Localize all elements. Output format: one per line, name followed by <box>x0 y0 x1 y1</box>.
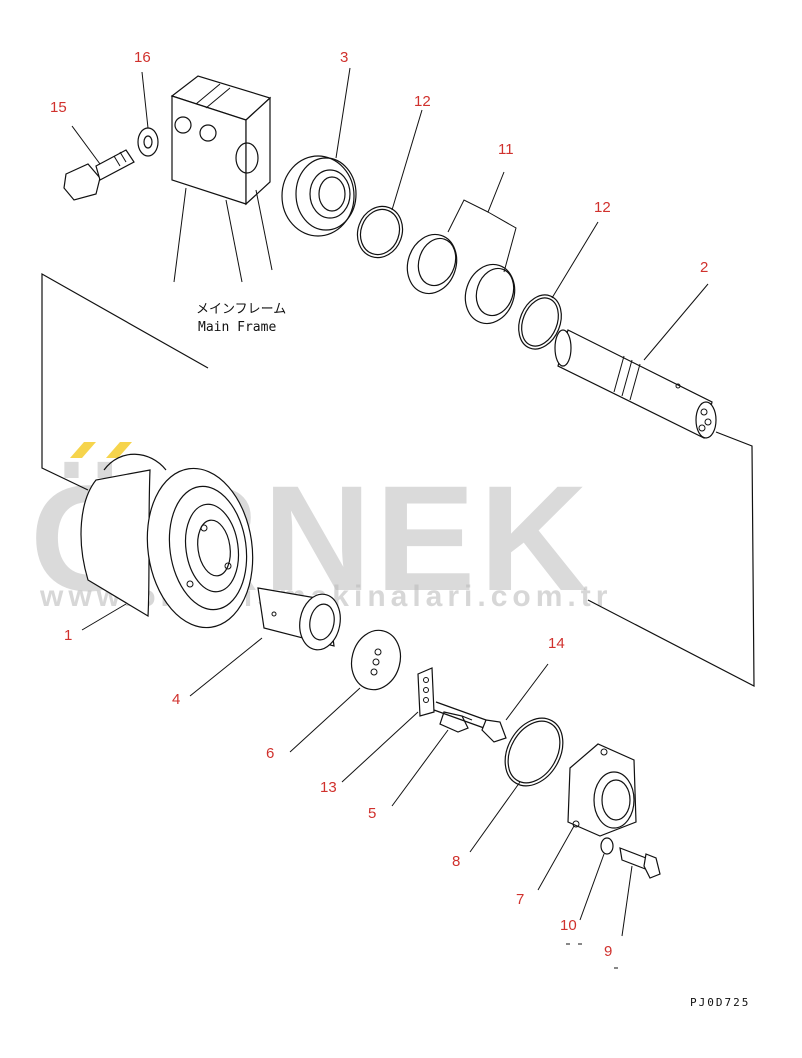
main-frame-label-jp: メインフレーム <box>196 302 286 317</box>
bolt-9 <box>619 847 661 879</box>
cover-6 <box>350 629 402 691</box>
callout-2: 2 <box>700 259 708 276</box>
main-frame-label-en: Main Frame <box>198 320 276 335</box>
watermark-accent-right <box>106 442 132 458</box>
leader-lines <box>71 67 709 969</box>
roller-1 <box>80 453 254 629</box>
callout-11: 11 <box>498 141 514 158</box>
callout-5: 5 <box>368 805 376 822</box>
callout-13: 13 <box>320 779 337 796</box>
o-ring-12-right <box>518 294 562 350</box>
callout-9: 9 <box>604 943 612 960</box>
assembly-outline <box>41 272 755 687</box>
watermark-accent-left <box>70 442 96 458</box>
main-frame-block: メインフレーム Main Frame <box>170 75 286 335</box>
callout-8: 8 <box>452 853 460 870</box>
callout-6: 6 <box>266 745 274 762</box>
callout-3: 3 <box>340 49 348 66</box>
callouts: 1 2 3 4 5 6 7 8 9 10 11 12 12 13 14 15 1… <box>50 49 708 960</box>
bushing-4 <box>257 587 341 651</box>
callout-14: 14 <box>548 635 565 652</box>
shaft-2 <box>554 329 717 439</box>
bolt-15 <box>63 149 135 201</box>
callout-7: 7 <box>516 891 524 908</box>
o-ring-12-left <box>356 205 404 259</box>
washer-16 <box>137 127 159 157</box>
drawing-code: PJ0D725 <box>690 996 750 1009</box>
o-ring-8 <box>504 717 564 787</box>
bolt-5 <box>439 711 473 733</box>
callout-1: 1 <box>64 627 72 644</box>
flange-cover-7 <box>567 743 637 837</box>
callout-12-right: 12 <box>594 199 611 216</box>
callout-12-left: 12 <box>414 93 431 110</box>
floating-seal-11 <box>406 233 516 325</box>
lock-plate-13 <box>417 667 435 717</box>
callout-15: 15 <box>50 99 67 116</box>
bolt-14 <box>433 701 507 743</box>
seal-housing-3 <box>281 155 357 237</box>
washer-10 <box>600 837 614 855</box>
callout-10: 10 <box>560 917 577 934</box>
callout-16: 16 <box>134 49 151 66</box>
callout-4: 4 <box>172 691 180 708</box>
